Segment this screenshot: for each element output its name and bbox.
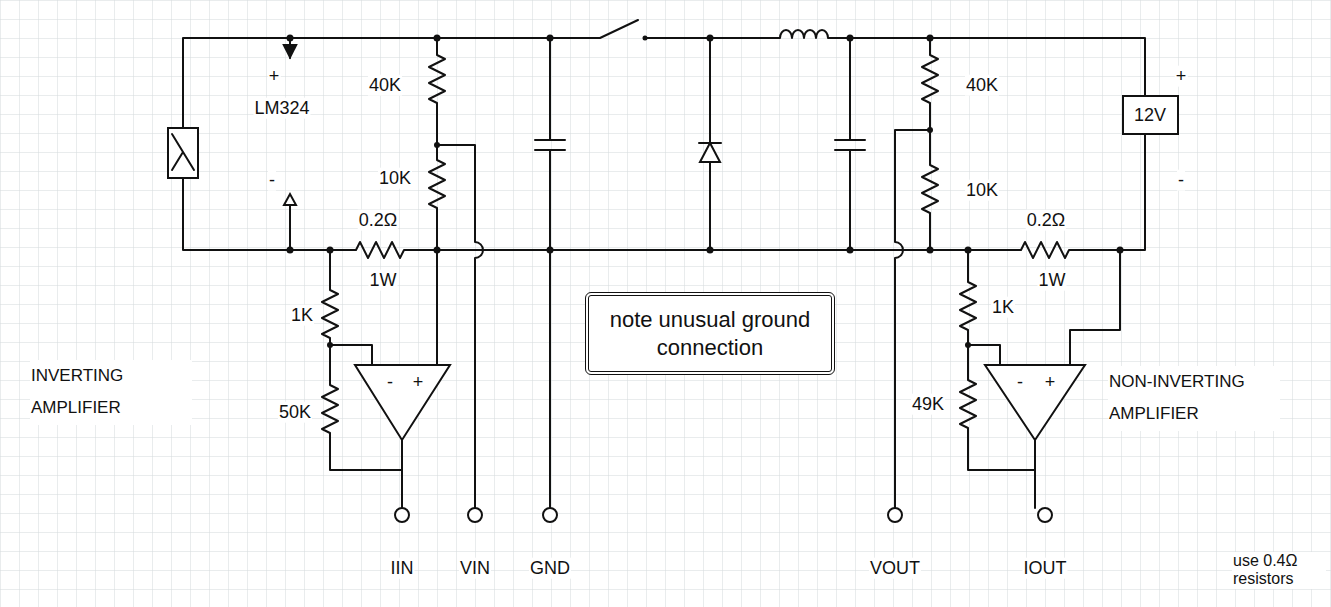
junction-dot <box>965 247 972 254</box>
schematic-label: 49K <box>911 394 945 415</box>
junction-dot <box>965 342 971 348</box>
junction-dot <box>434 35 441 42</box>
schematic-label: - <box>1016 372 1024 393</box>
diode-symbol <box>700 143 720 162</box>
junction-dot <box>434 142 440 148</box>
schematic-label: - <box>1177 170 1185 191</box>
junction-dot <box>434 247 441 254</box>
terminal-symbol <box>395 508 409 522</box>
schematic-label: + <box>412 372 425 393</box>
junction-dot <box>287 247 294 254</box>
junction-dot <box>927 35 934 42</box>
supply-arrow <box>284 194 296 205</box>
resistor-symbol <box>322 250 338 345</box>
terminal-symbol <box>1038 508 1052 522</box>
schematic-label: + <box>1175 66 1188 87</box>
note-box: note unusual ground connection <box>585 292 835 375</box>
schematic-label: VIN <box>459 558 491 579</box>
capacitor-symbol <box>835 38 865 250</box>
terminal-symbol <box>543 508 557 522</box>
terminal-symbol <box>888 508 902 522</box>
bottom-rail-wire <box>183 135 1145 258</box>
junction-dot <box>327 247 334 254</box>
vin-wire <box>437 145 483 508</box>
schematic-label: 40K <box>965 75 999 96</box>
schematic-label: IIN <box>389 558 414 579</box>
opamp-input-wire <box>330 345 372 365</box>
supply-wire <box>289 205 291 250</box>
battery-box: 12V <box>1122 95 1179 135</box>
schematic-label: + <box>1044 372 1057 393</box>
junction-dot <box>707 35 714 42</box>
diode-bar <box>699 142 721 144</box>
resistor-symbol <box>960 250 976 345</box>
terminal-symbol <box>468 508 482 522</box>
schematic-label: VOUT <box>869 558 921 579</box>
capacitor-symbol <box>535 38 565 508</box>
solar-panel-symbol <box>168 128 198 178</box>
schematic-label: + <box>268 66 281 87</box>
schematic-label: 50K <box>278 402 312 423</box>
schematic-label: 0.2Ω <box>358 210 398 231</box>
junction-dot <box>927 127 933 133</box>
opamp-input-wire <box>1070 250 1120 365</box>
box-text: note unusual ground connection <box>603 306 817 361</box>
schematic-label: 1W <box>1038 270 1067 291</box>
schematic-label: 10K <box>378 168 412 189</box>
opamp-input-wire <box>968 345 1000 365</box>
junction-dot <box>547 35 554 42</box>
junction-dot <box>1117 247 1124 254</box>
schematic-label: NON-INVERTING AMPLIFIER <box>1108 366 1280 431</box>
schematic-label: 1K <box>991 297 1015 318</box>
opamp-symbol <box>985 365 1085 440</box>
junction-dot <box>327 342 333 348</box>
junction-dot <box>847 35 854 42</box>
vout-wire <box>895 130 930 508</box>
schematic-label: - <box>386 372 394 393</box>
schematic-label: 40K <box>368 75 402 96</box>
resistor-symbol <box>922 38 938 250</box>
opamp-symbol <box>355 365 450 440</box>
schematic-label: IOUT <box>1023 558 1068 579</box>
opamp-output-wire <box>401 440 403 508</box>
schematic-label: 1K <box>290 305 314 326</box>
schematic-label: - <box>268 170 276 191</box>
schematic-label: use 0.4Ω resistors <box>1232 552 1326 589</box>
schematic-label: LM324 <box>253 98 310 119</box>
junction-dot <box>547 247 554 254</box>
junction-dot <box>287 35 294 42</box>
junction-dot <box>927 247 934 254</box>
top-rail-wire <box>183 20 638 128</box>
opamp-output-wire <box>1034 440 1036 508</box>
opamp-input-wire <box>436 250 438 365</box>
junction-dot <box>847 247 854 254</box>
inductor-symbol <box>645 30 1145 95</box>
schematic-label: GND <box>529 558 571 579</box>
schematic-label: 10K <box>965 180 999 201</box>
schematic-label: INVERTING AMPLIFIER <box>30 360 192 425</box>
junction-dot <box>707 247 714 254</box>
schematic-label: 0.2Ω <box>1026 210 1066 231</box>
solar-panel-mark <box>172 134 194 170</box>
box-text: 12V <box>1134 105 1166 126</box>
schematic-label: 1W <box>369 270 398 291</box>
switch-contact <box>643 36 648 41</box>
